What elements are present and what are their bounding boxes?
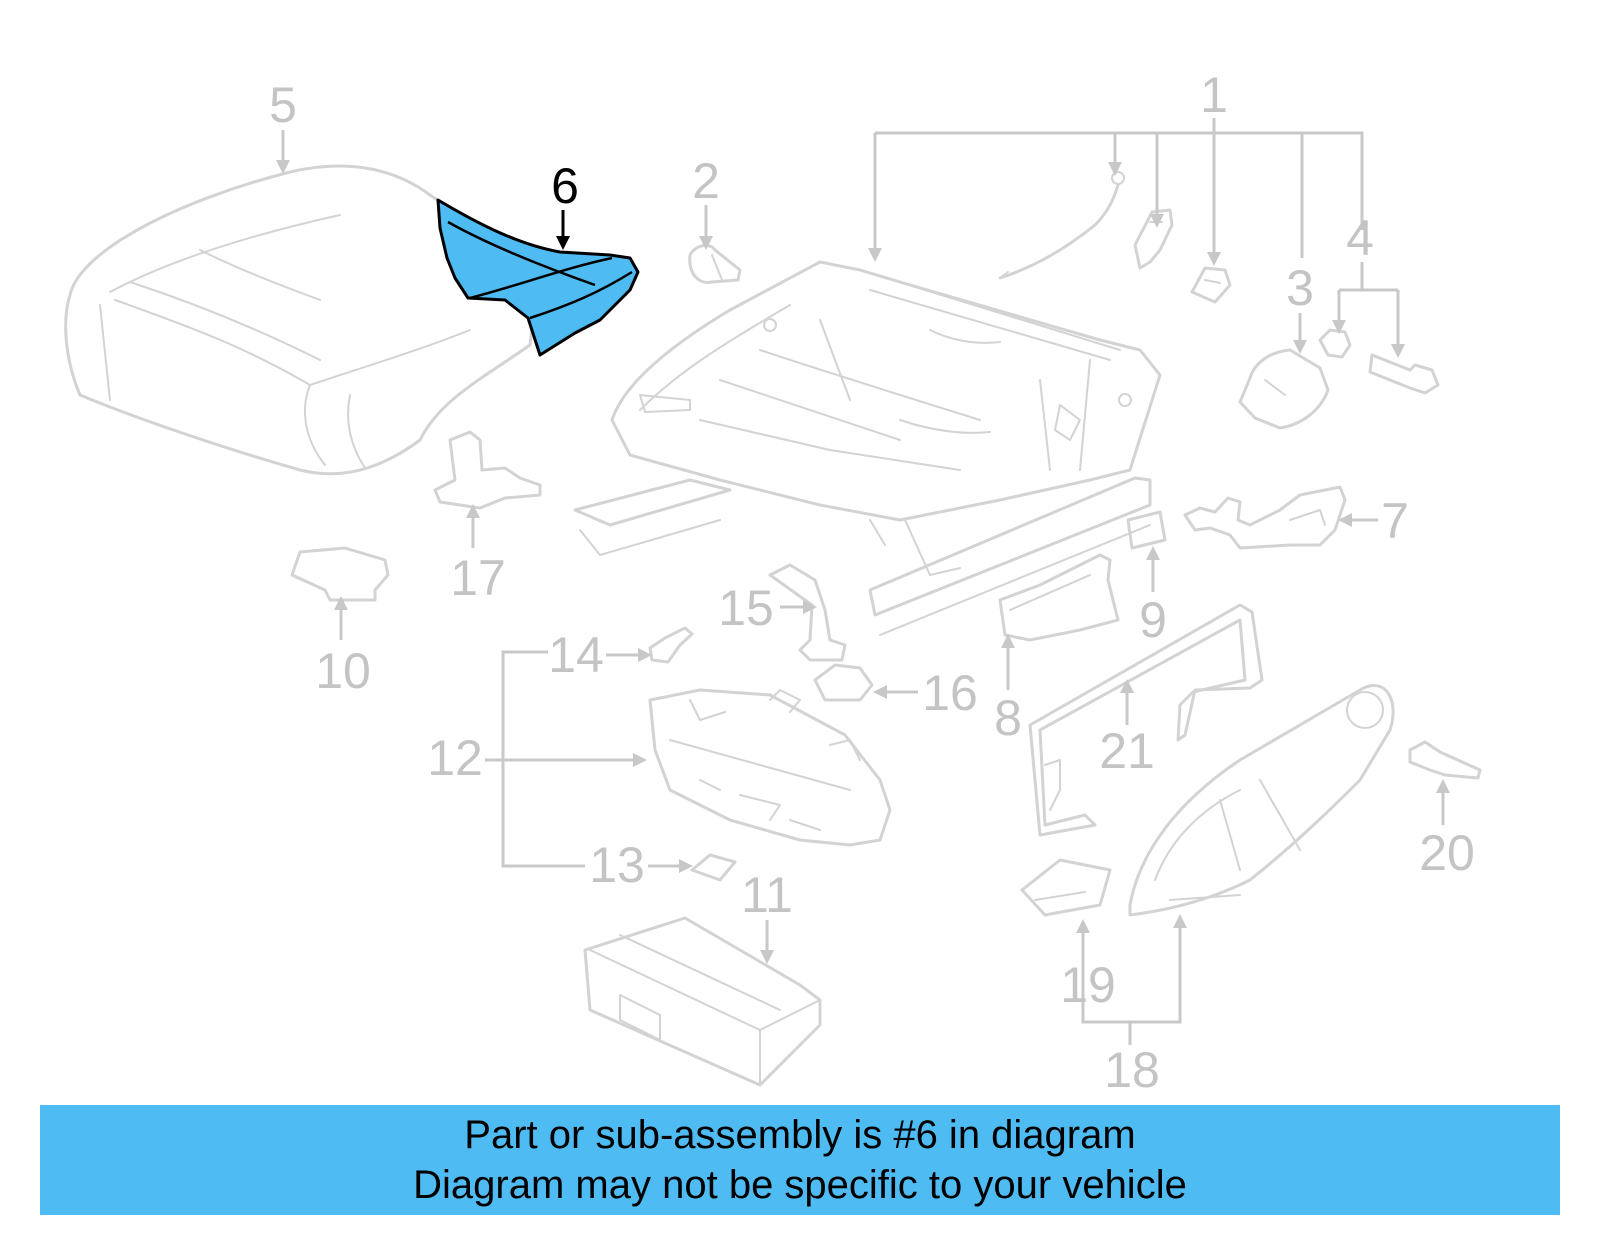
part-10-guide[interactable] bbox=[290, 546, 390, 602]
part-8-side-cover[interactable] bbox=[998, 553, 1120, 642]
part-16-connector[interactable] bbox=[813, 663, 874, 702]
callout-5[interactable]: 5 bbox=[269, 77, 297, 133]
callout-2[interactable]: 2 bbox=[692, 153, 720, 209]
part-19-bracket[interactable] bbox=[1020, 858, 1112, 917]
info-banner: Part or sub-assembly is #6 in diagram Di… bbox=[40, 1105, 1560, 1215]
callout-17[interactable]: 17 bbox=[450, 550, 506, 606]
part-14-screw[interactable] bbox=[648, 626, 694, 664]
callout-9[interactable]: 9 bbox=[1139, 592, 1167, 648]
callout-labels: 1 2 3 4 5 6 7 8 9 10 11 12 13 14 15 16 1… bbox=[269, 67, 1475, 1098]
part-2-clip[interactable] bbox=[688, 243, 742, 285]
part-4-nut[interactable] bbox=[1318, 328, 1352, 359]
part-13-clip[interactable] bbox=[690, 853, 737, 882]
callout-1[interactable]: 1 bbox=[1200, 67, 1228, 123]
callout-7[interactable]: 7 bbox=[1381, 493, 1409, 549]
callout-8[interactable]: 8 bbox=[994, 690, 1022, 746]
part-21-frame-wire[interactable] bbox=[1028, 603, 1264, 837]
part-20-clip[interactable] bbox=[1408, 740, 1482, 780]
part-1-clip[interactable] bbox=[1190, 266, 1232, 304]
banner-line-2: Diagram may not be specific to your vehi… bbox=[413, 1163, 1187, 1207]
part-6-cushion-trim-highlighted[interactable] bbox=[436, 198, 640, 357]
part-1-cable[interactable] bbox=[998, 171, 1125, 280]
callout-15[interactable]: 15 bbox=[718, 580, 774, 636]
callout-6-highlighted[interactable]: 6 bbox=[551, 158, 579, 214]
callout-18[interactable]: 18 bbox=[1104, 1042, 1160, 1098]
callout-19[interactable]: 19 bbox=[1060, 957, 1116, 1013]
seat-frame-assembly[interactable] bbox=[573, 260, 1162, 636]
part-17-bracket[interactable] bbox=[433, 430, 542, 510]
callout-16[interactable]: 16 bbox=[922, 665, 978, 721]
callout-3[interactable]: 3 bbox=[1286, 260, 1314, 316]
part-3-cover[interactable] bbox=[1238, 348, 1330, 430]
part-7-bracket[interactable] bbox=[1183, 485, 1347, 550]
banner-line-1: Part or sub-assembly is #6 in diagram bbox=[464, 1113, 1136, 1157]
leader-lines bbox=[276, 118, 1450, 1045]
callout-13[interactable]: 13 bbox=[589, 837, 645, 893]
callout-11[interactable]: 11 bbox=[741, 867, 793, 923]
part-12-control-module[interactable] bbox=[648, 688, 892, 847]
part-5-seat-cushion[interactable] bbox=[64, 164, 542, 476]
callout-12[interactable]: 12 bbox=[427, 730, 483, 786]
part-9-block[interactable] bbox=[1126, 510, 1167, 550]
callout-14[interactable]: 14 bbox=[548, 627, 604, 683]
callout-4[interactable]: 4 bbox=[1346, 210, 1374, 266]
callout-10[interactable]: 10 bbox=[315, 643, 371, 699]
part-18-side-shield[interactable] bbox=[1128, 684, 1395, 917]
part-4-bolt[interactable] bbox=[1368, 353, 1440, 395]
part-11-tray[interactable] bbox=[583, 916, 822, 1087]
callout-21[interactable]: 21 bbox=[1099, 723, 1155, 779]
part-15-wire-bracket[interactable] bbox=[768, 563, 847, 662]
callout-20[interactable]: 20 bbox=[1419, 825, 1475, 881]
